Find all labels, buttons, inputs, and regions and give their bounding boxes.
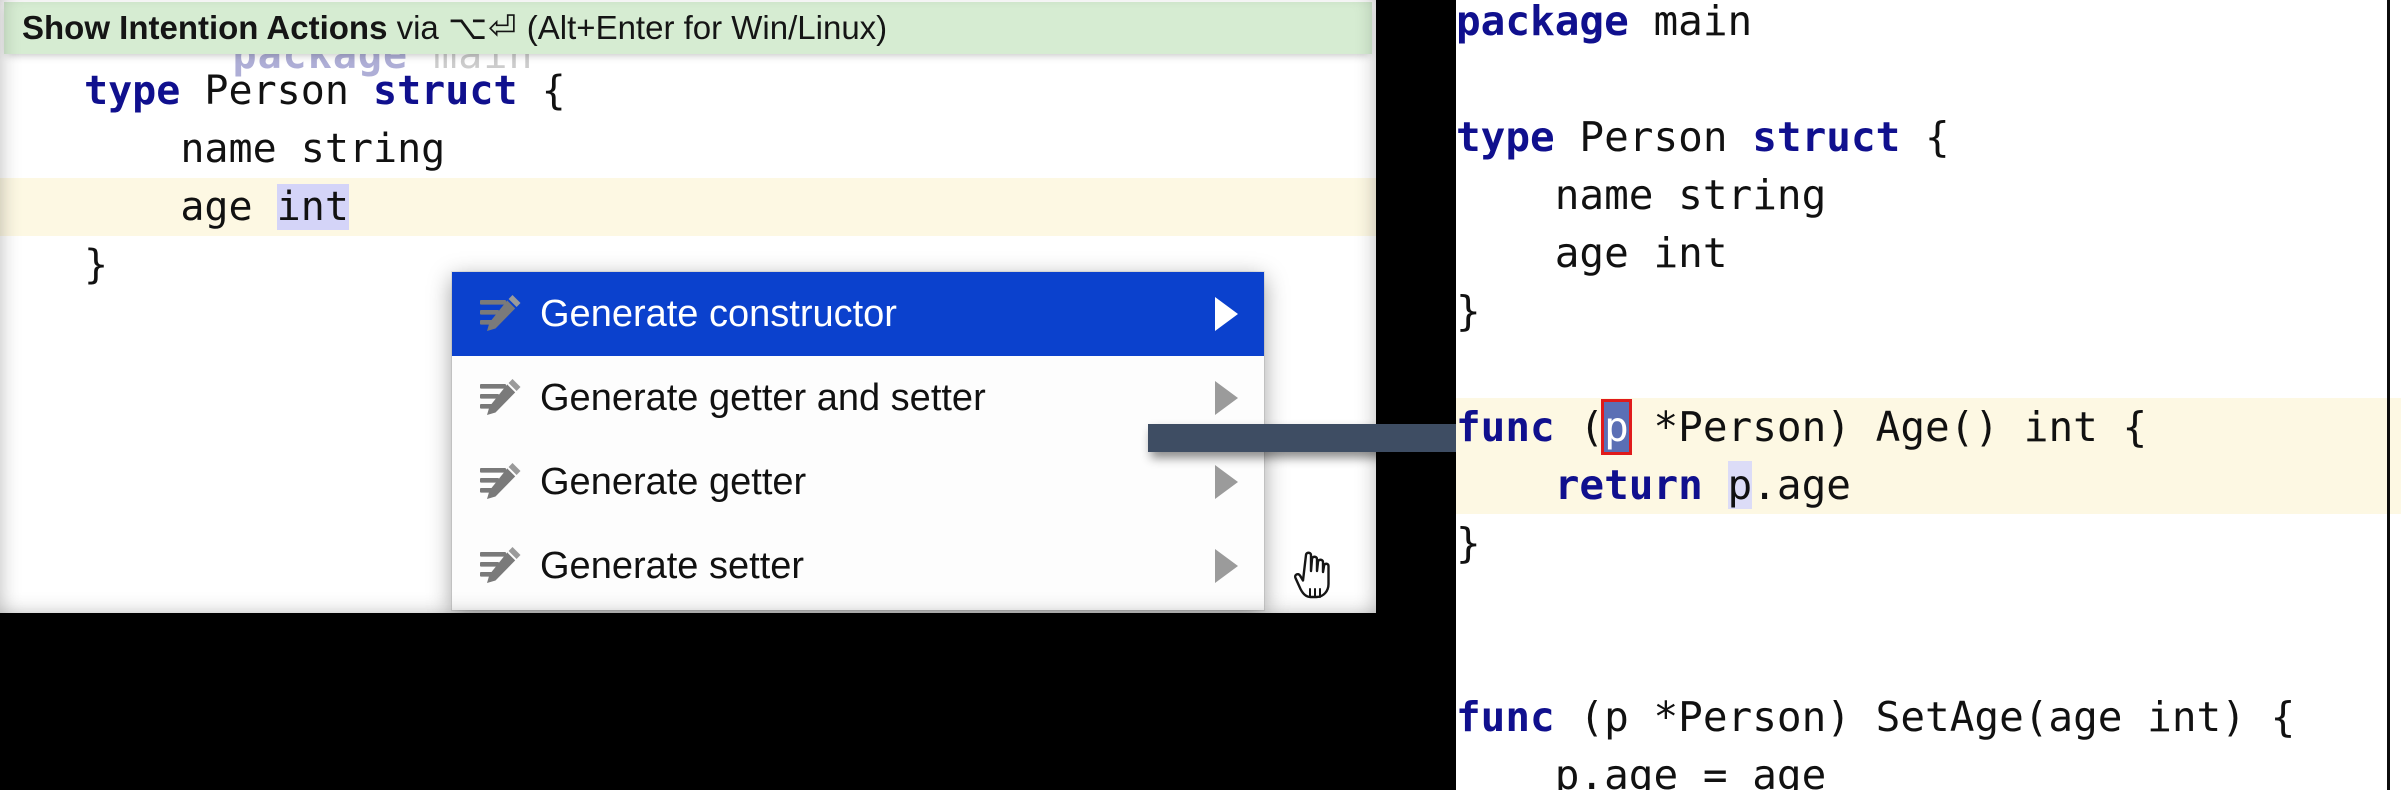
code-token: age bbox=[84, 184, 277, 230]
banner-title: Show Intention Actions bbox=[22, 9, 388, 46]
code-token-keyword: struct bbox=[1752, 113, 1901, 161]
generate-code-icon bbox=[480, 379, 521, 415]
code-token: name string bbox=[84, 126, 446, 172]
code-line: name string bbox=[0, 120, 1376, 178]
code-token-keyword: func bbox=[1456, 693, 1555, 741]
code-line: type Person struct { bbox=[0, 62, 1376, 120]
code-token-keyword: return bbox=[1554, 461, 1703, 509]
code-token-template-variable: p bbox=[1601, 399, 1632, 455]
menu-item-label: Generate getter and setter bbox=[540, 376, 986, 419]
generate-code-icon bbox=[480, 295, 521, 331]
code-token: *Person) Age() int { bbox=[1628, 403, 2148, 451]
code-token: name string bbox=[1456, 171, 1827, 219]
generate-code-icon bbox=[480, 547, 521, 583]
code-line bbox=[1456, 630, 2401, 688]
code-line: } bbox=[1456, 282, 2401, 340]
code-token: age int bbox=[1456, 229, 1728, 277]
submenu-arrow-icon[interactable] bbox=[1215, 297, 1238, 331]
banner-shortcut-symbols: ⌥⏎ bbox=[447, 9, 518, 47]
generate-code-icon bbox=[478, 375, 524, 421]
menu-item-label: Generate setter bbox=[540, 544, 805, 587]
banner-via: via bbox=[387, 9, 448, 46]
menu-item-generate-getter[interactable]: Generate getter bbox=[452, 440, 1264, 524]
code-token bbox=[1456, 461, 1555, 509]
hand-pointer-cursor bbox=[1293, 551, 1330, 599]
code-token-keyword: type bbox=[84, 68, 205, 114]
submenu-arrow-icon[interactable] bbox=[1215, 381, 1238, 415]
code-token-keyword: struct bbox=[373, 68, 518, 114]
banner-text: Show Intention Actions via ⌥⏎ (Alt+Enter… bbox=[4, 8, 887, 48]
code-token: (p *Person) SetAge(age int) { bbox=[1554, 693, 2296, 741]
code-line bbox=[1456, 340, 2401, 398]
code-line: } bbox=[1456, 514, 2401, 572]
right-margin-guide bbox=[2387, 0, 2390, 790]
pointing-arrow-annotation bbox=[1148, 402, 1628, 474]
code-line: name string bbox=[1456, 166, 2401, 224]
code-token: ( bbox=[1554, 403, 1605, 451]
code-token: } bbox=[1456, 287, 1481, 335]
code-token: main bbox=[1628, 0, 1753, 45]
generate-code-icon bbox=[478, 291, 524, 337]
code-token-keyword: package bbox=[1456, 0, 1629, 45]
code-token: Person bbox=[1579, 113, 1753, 161]
code-token-keyword: type bbox=[1456, 113, 1580, 161]
right-editor-panel: package main type Person struct { name st… bbox=[1456, 0, 2401, 790]
submenu-arrow-icon[interactable] bbox=[1215, 465, 1238, 499]
menu-item-generate-getter-and-setter[interactable]: Generate getter and setter bbox=[452, 356, 1264, 440]
code-token-lavender: p bbox=[1727, 461, 1753, 509]
left-code-block: type Person struct { name string age int… bbox=[0, 62, 1376, 294]
code-line: type Person struct { bbox=[1456, 108, 2401, 166]
generate-code-icon bbox=[480, 463, 521, 499]
code-token: } bbox=[84, 242, 109, 288]
code-token-keyword: func bbox=[1456, 403, 1555, 451]
banner-shortcut-note: (Alt+Enter for Win/Linux) bbox=[517, 9, 888, 46]
code-line bbox=[1456, 572, 2401, 630]
code-line-current: return p.age bbox=[1456, 456, 2401, 514]
left-editor-panel: package main Show Intention Actions via … bbox=[0, 0, 1376, 613]
code-token bbox=[1703, 461, 1728, 509]
code-line-current: func (p *Person) Age() int { bbox=[1456, 398, 2401, 456]
code-token: } bbox=[1456, 519, 1481, 567]
menu-item-label: Generate constructor bbox=[540, 292, 897, 335]
code-line: package main bbox=[1456, 0, 2401, 50]
menu-item-generate-constructor[interactable]: Generate constructor bbox=[452, 272, 1264, 356]
intention-actions-banner: Show Intention Actions via ⌥⏎ (Alt+Enter… bbox=[4, 2, 1372, 54]
code-token: { bbox=[517, 68, 566, 114]
code-token: .age bbox=[1752, 461, 1851, 509]
generate-code-icon bbox=[478, 459, 524, 505]
menu-item-generate-setter[interactable]: Generate setter bbox=[452, 524, 1264, 608]
generate-code-icon bbox=[478, 543, 524, 589]
code-line: age int bbox=[1456, 224, 2401, 282]
code-line bbox=[1456, 50, 2401, 108]
code-line: func (p *Person) SetAge(age int) { bbox=[1456, 688, 2401, 746]
code-token: { bbox=[1900, 113, 1950, 161]
right-code-block: package main type Person struct { name st… bbox=[1456, 0, 2401, 790]
code-token: p.age = age bbox=[1456, 751, 1827, 790]
code-token-selected: int bbox=[276, 184, 349, 230]
code-line: } bbox=[0, 236, 1376, 294]
code-line-current: age int bbox=[0, 178, 1376, 236]
code-line: p.age = age bbox=[1456, 746, 2401, 790]
code-token: Person bbox=[204, 68, 373, 114]
submenu-arrow-icon[interactable] bbox=[1215, 549, 1238, 583]
menu-item-label: Generate getter bbox=[540, 460, 807, 503]
